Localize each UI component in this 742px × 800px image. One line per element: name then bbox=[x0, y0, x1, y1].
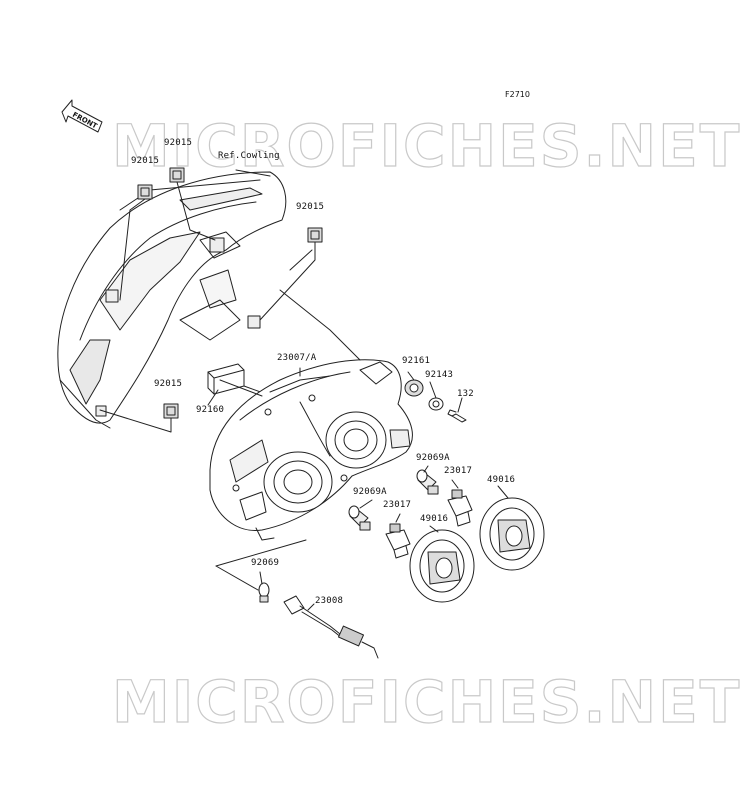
bulb-92069A-a bbox=[416, 469, 439, 495]
cowling-outline bbox=[57, 171, 287, 429]
part-label-92015-b: 92015 bbox=[164, 138, 193, 148]
figure-id: F2710 bbox=[505, 90, 530, 99]
part-label-92069: 92069 bbox=[251, 558, 280, 568]
headlight-housing bbox=[209, 359, 413, 541]
socket-23017-b bbox=[385, 523, 411, 559]
watermark-top: MICROFICHES.NET bbox=[111, 111, 742, 180]
clip-92015-d bbox=[163, 403, 179, 419]
part-label-49016-a: 49016 bbox=[487, 475, 516, 485]
bolt-132 bbox=[447, 409, 467, 423]
dust-cap-49016-a bbox=[479, 497, 545, 571]
part-label-92015-d: 92015 bbox=[154, 379, 183, 389]
part-label-23008: 23008 bbox=[315, 596, 344, 606]
foam-pad-92160 bbox=[207, 363, 267, 395]
dust-cap-49016-b bbox=[409, 529, 475, 603]
part-label-92015-c: 92015 bbox=[296, 202, 325, 212]
clip-92015-b bbox=[169, 167, 185, 183]
collar-92143 bbox=[428, 397, 444, 411]
clip-92015-c bbox=[307, 227, 323, 243]
part-label-132: 132 bbox=[457, 389, 474, 399]
bulb-92069 bbox=[258, 582, 270, 603]
part-label-23017-b: 23017 bbox=[383, 500, 412, 510]
part-label-49016-b: 49016 bbox=[420, 514, 449, 524]
part-label-92160: 92160 bbox=[196, 405, 225, 415]
front-arrow-icon: FRONT bbox=[61, 99, 103, 133]
part-label-23017-a: 23017 bbox=[444, 466, 473, 476]
part-label-92143: 92143 bbox=[425, 370, 454, 380]
grommet-92161 bbox=[404, 379, 424, 397]
watermark-bottom: MICROFICHES.NET bbox=[111, 667, 742, 736]
part-label-92161: 92161 bbox=[402, 356, 431, 366]
part-label-92069A-a: 92069A bbox=[416, 453, 450, 463]
part-label-92015-a: 92015 bbox=[131, 156, 160, 166]
part-label-92069A-b: 92069A bbox=[353, 487, 387, 497]
clip-92015-a bbox=[137, 184, 153, 200]
bulb-92069A-b bbox=[348, 505, 371, 531]
part-label-23007A: 23007/A bbox=[277, 353, 317, 363]
socket-harness-23008 bbox=[283, 595, 379, 659]
socket-23017-a bbox=[447, 489, 473, 527]
reference-note: Ref.Cowling bbox=[218, 151, 280, 161]
